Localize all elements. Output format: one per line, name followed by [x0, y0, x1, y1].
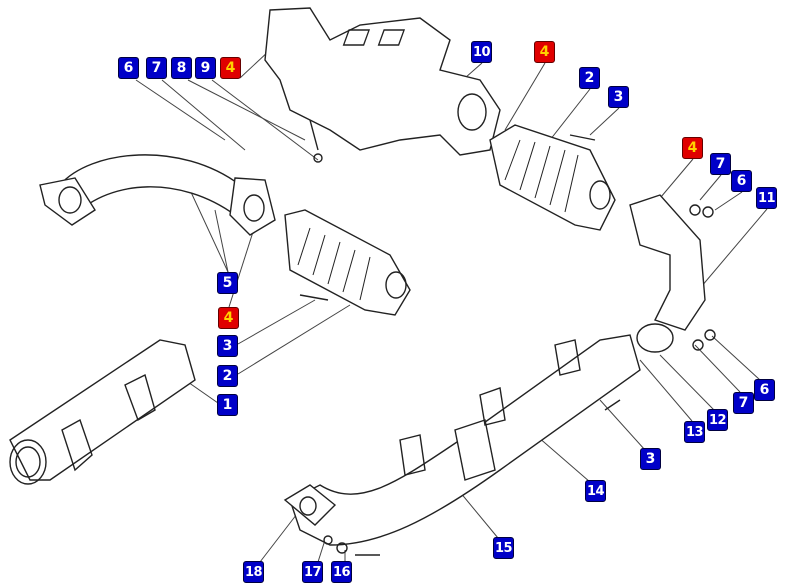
- pipe-1-drawing: [9, 339, 196, 485]
- callout-4: 4: [534, 41, 555, 63]
- callout-12: 12: [707, 409, 728, 431]
- callout-18: 18: [243, 561, 264, 583]
- callout-6: 6: [118, 57, 139, 79]
- callout-7: 7: [733, 392, 754, 414]
- elbow-pipe-left-drawing: [39, 154, 276, 236]
- callout-2: 2: [217, 365, 238, 387]
- callout-7: 7: [710, 153, 731, 175]
- callout-8: 8: [171, 57, 192, 79]
- bellows-upper-drawing: [489, 124, 616, 231]
- callout-5: 5: [217, 272, 238, 294]
- callout-9: 9: [195, 57, 216, 79]
- manifold-upper-drawing: [264, 7, 501, 163]
- pipe-14-15-drawing: [283, 334, 641, 556]
- callout-17: 17: [302, 561, 323, 583]
- callout-2: 2: [579, 67, 600, 89]
- leader-lines: [135, 49, 768, 563]
- callout-7: 7: [146, 57, 167, 79]
- callout-15: 15: [493, 537, 514, 559]
- callout-6: 6: [731, 170, 752, 192]
- callout-13: 13: [684, 421, 705, 443]
- callout-14: 14: [585, 480, 606, 502]
- callout-16: 16: [331, 561, 352, 583]
- bellows-middle-drawing: [284, 209, 411, 316]
- callout-6: 6: [754, 379, 775, 401]
- callout-4: 4: [218, 307, 239, 329]
- callout-3: 3: [640, 448, 661, 470]
- callout-4: 4: [220, 57, 241, 79]
- callout-3: 3: [608, 86, 629, 108]
- callout-11: 11: [756, 187, 777, 209]
- elbow-11-drawing: [629, 194, 716, 353]
- callout-1: 1: [217, 394, 238, 416]
- callout-4: 4: [682, 137, 703, 159]
- callout-3: 3: [217, 335, 238, 357]
- callout-10: 10: [471, 41, 492, 63]
